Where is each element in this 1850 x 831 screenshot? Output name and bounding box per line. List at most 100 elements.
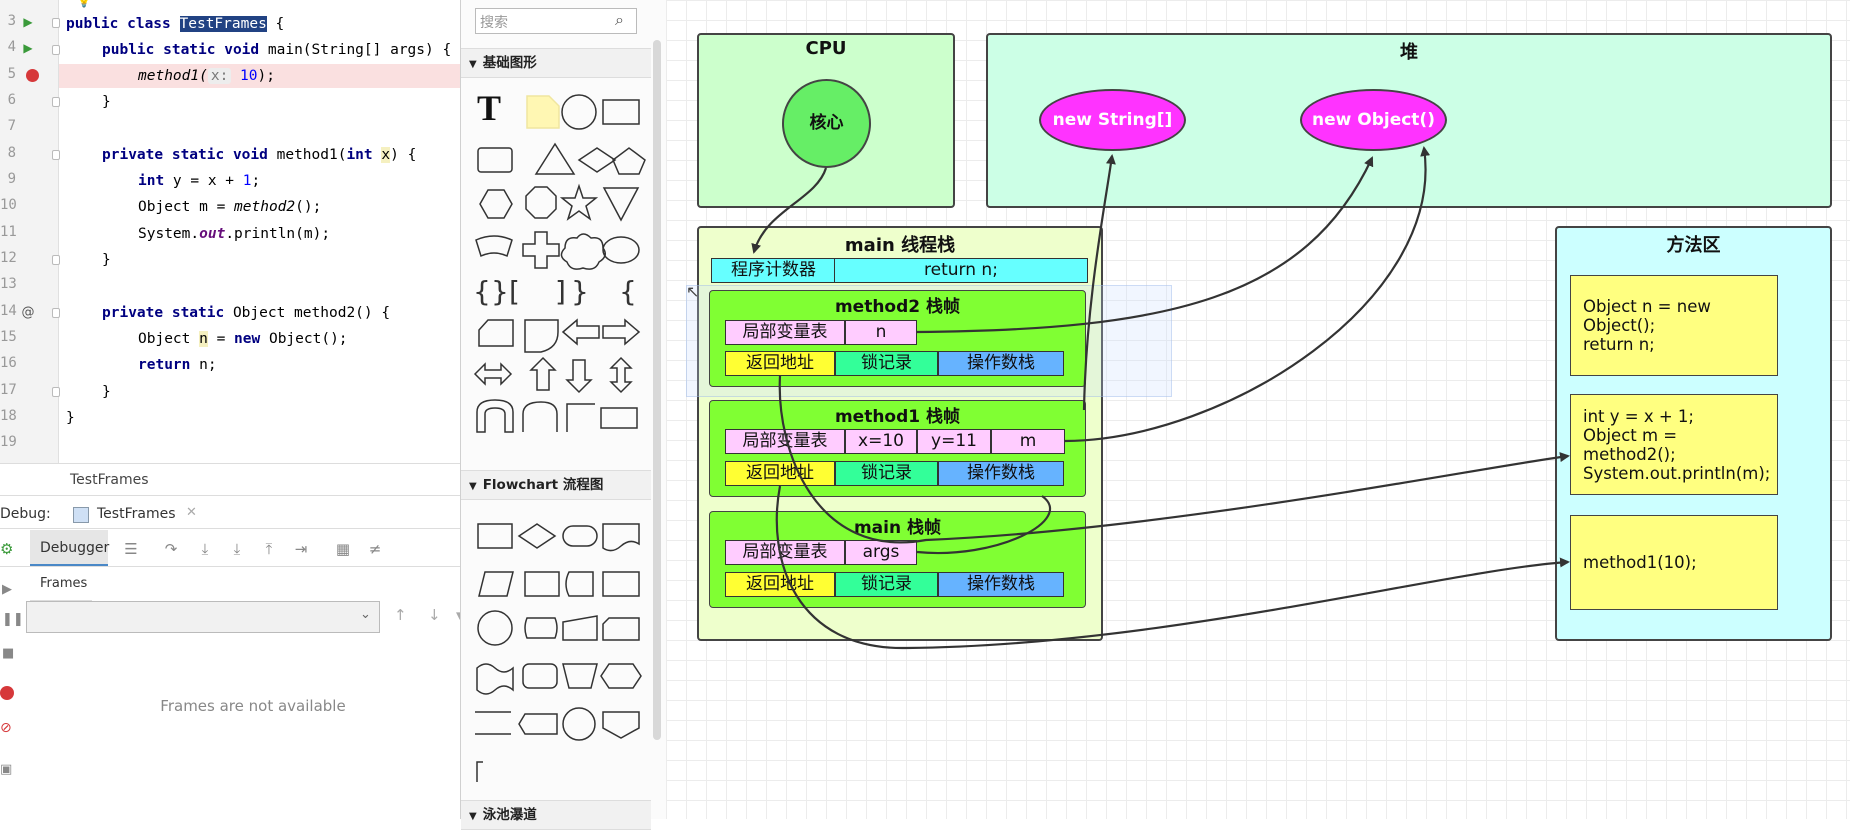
lock-record[interactable]: 锁记录	[835, 461, 938, 486]
local-var-n[interactable]: n	[845, 320, 917, 345]
local-var-x[interactable]: x=10	[845, 429, 917, 454]
code-line[interactable]: public static void main(String[] args) {	[102, 40, 451, 60]
arrow-up-icon[interactable]: ↑	[394, 606, 407, 624]
fold-marker[interactable]	[52, 150, 60, 160]
main-frame-title: main 栈帧	[853, 518, 942, 538]
camera-icon[interactable]: ▣	[0, 762, 13, 777]
code-line[interactable]: private static void method1(int x) {	[102, 145, 416, 165]
arrow-down-icon[interactable]: ↓	[428, 606, 441, 624]
close-icon[interactable]: ✕	[186, 505, 197, 520]
code-line[interactable]: private static Object method2() {	[102, 303, 390, 323]
program-counter-label[interactable]: 程序计数器	[711, 258, 836, 283]
return-address[interactable]: 返回地址	[725, 572, 835, 597]
operand-stack[interactable]: 操作数栈	[938, 572, 1064, 597]
fold-marker[interactable]	[52, 308, 60, 318]
code-line[interactable]: System.out.println(m);	[138, 224, 330, 244]
lock-record[interactable]: 锁记录	[835, 572, 938, 597]
stop-icon[interactable]: ■	[2, 646, 15, 661]
octagon-shape	[525, 186, 557, 219]
run-icon[interactable]: ▶	[23, 41, 33, 55]
run-to-cursor-icon[interactable]: ⇥	[294, 540, 308, 558]
cpu-title: CPU	[805, 38, 847, 59]
locals-label[interactable]: 局部变量表	[725, 320, 845, 345]
fold-marker[interactable]	[52, 255, 60, 265]
connector-shape	[477, 610, 513, 646]
code-line[interactable]: }	[66, 410, 75, 426]
fold-marker[interactable]	[52, 387, 60, 397]
keyword: new	[234, 331, 269, 347]
code-editor[interactable]: 3 4 5 6 7 8 9 10 11 12 13 14 15 16 17 18…	[0, 0, 460, 488]
breakpoint-icon[interactable]	[26, 69, 39, 82]
pause-icon[interactable]: ❚❚	[2, 612, 24, 627]
code-text: {	[266, 16, 285, 32]
flowchart-shapes-grid[interactable]	[461, 512, 651, 782]
return-address[interactable]: 返回地址	[725, 351, 835, 376]
code-line[interactable]: }	[102, 94, 111, 110]
lock-record[interactable]: 锁记录	[835, 351, 938, 376]
step-into-icon[interactable]: ⤓	[201, 540, 209, 558]
local-var-m[interactable]: m	[991, 429, 1065, 454]
connector-layer	[751, 146, 1570, 650]
local-var-y[interactable]: y=11	[917, 429, 991, 454]
palette-scrollbar[interactable]	[653, 40, 661, 740]
brace-shape: {	[473, 275, 491, 308]
code-line[interactable]: method1(x: 10);	[138, 66, 275, 86]
code-line[interactable]: public class TestFrames {	[66, 14, 284, 34]
line-number: 9	[7, 171, 16, 187]
program-counter-value[interactable]: return n;	[834, 258, 1088, 283]
main-bytecode[interactable]: method1(10);	[1570, 515, 1778, 610]
code-text: System.	[138, 226, 200, 242]
debug-bug-icon[interactable]: ⚙	[0, 540, 14, 558]
implementation-icon[interactable]: @	[21, 305, 35, 320]
code-text: main(String[] args) {	[267, 42, 452, 58]
search-input[interactable]	[475, 8, 637, 34]
debug-session-tab[interactable]: TestFrames	[97, 506, 176, 522]
code-line[interactable]: int y = x + 1;	[138, 171, 260, 191]
code-line[interactable]: Object m = method2();	[138, 197, 321, 217]
mute-breakpoints-icon[interactable]: ⊘	[0, 720, 12, 736]
step-over-icon[interactable]: ↷	[164, 540, 178, 558]
section-basic-shapes[interactable]: ▼基础图形	[461, 48, 651, 78]
method2-bytecode[interactable]: Object n = new Object(); return n;	[1570, 275, 1778, 376]
method1-bytecode[interactable]: int y = x + 1; Object m = method2(); Sys…	[1570, 394, 1778, 495]
fold-marker[interactable]	[52, 97, 60, 107]
code-line[interactable]: Object n = new Object();	[138, 329, 348, 349]
heap-object-string-array[interactable]: new String[]	[1039, 89, 1186, 151]
code-line[interactable]: }	[102, 252, 111, 268]
basic-shapes-grid[interactable]: T { } [ ] } {	[461, 88, 651, 458]
fold-marker[interactable]	[52, 45, 60, 55]
run-icon[interactable]: ▶	[23, 15, 33, 29]
cpu-core[interactable]: 核心	[782, 79, 871, 168]
divider	[0, 566, 460, 567]
filter-icon[interactable]: ▾	[456, 606, 464, 624]
manual-input-shape	[562, 615, 598, 641]
menu-icon[interactable]: ☰	[124, 540, 138, 558]
trace-icon[interactable]: ≠	[368, 540, 382, 558]
heap-object[interactable]: new Object()	[1300, 89, 1447, 151]
force-step-into-icon[interactable]: ⤓	[233, 540, 241, 558]
search-placeholder: 搜索	[480, 15, 508, 31]
diagram-canvas[interactable]: CPU 核心 堆 new String[] new Object() main …	[666, 0, 1850, 819]
section-bottom[interactable]: ▼泳池瀑道	[461, 800, 651, 830]
thread-selector[interactable]	[26, 601, 380, 633]
code-line[interactable]: return n;	[138, 355, 217, 375]
view-breakpoints-icon[interactable]	[0, 686, 14, 700]
operand-stack[interactable]: 操作数栈	[938, 461, 1064, 486]
lightbulb-icon[interactable]: 💡	[76, 0, 92, 8]
operand-stack[interactable]: 操作数栈	[938, 351, 1064, 376]
evaluate-icon[interactable]: ▦	[335, 540, 351, 558]
locals-label[interactable]: 局部变量表	[725, 540, 845, 565]
editor-breadcrumb[interactable]: TestFrames	[70, 472, 149, 488]
debugger-tab[interactable]	[30, 530, 108, 567]
step-out-icon[interactable]: ⤒	[265, 540, 273, 558]
code-line[interactable]: }	[102, 384, 111, 400]
stored-data-shape	[565, 571, 594, 597]
resume-icon[interactable]: ▶	[2, 582, 12, 597]
section-flowchart[interactable]: ▼Flowchart 流程图	[461, 470, 651, 500]
keyword: public static void	[102, 42, 268, 58]
process-shape	[600, 407, 638, 429]
fold-marker[interactable]	[52, 18, 60, 28]
search-icon[interactable]: ⌕	[615, 10, 624, 29]
chevron-down-icon[interactable]: ⌄	[360, 607, 371, 622]
thread-stack-title: main 线程栈	[844, 235, 956, 256]
